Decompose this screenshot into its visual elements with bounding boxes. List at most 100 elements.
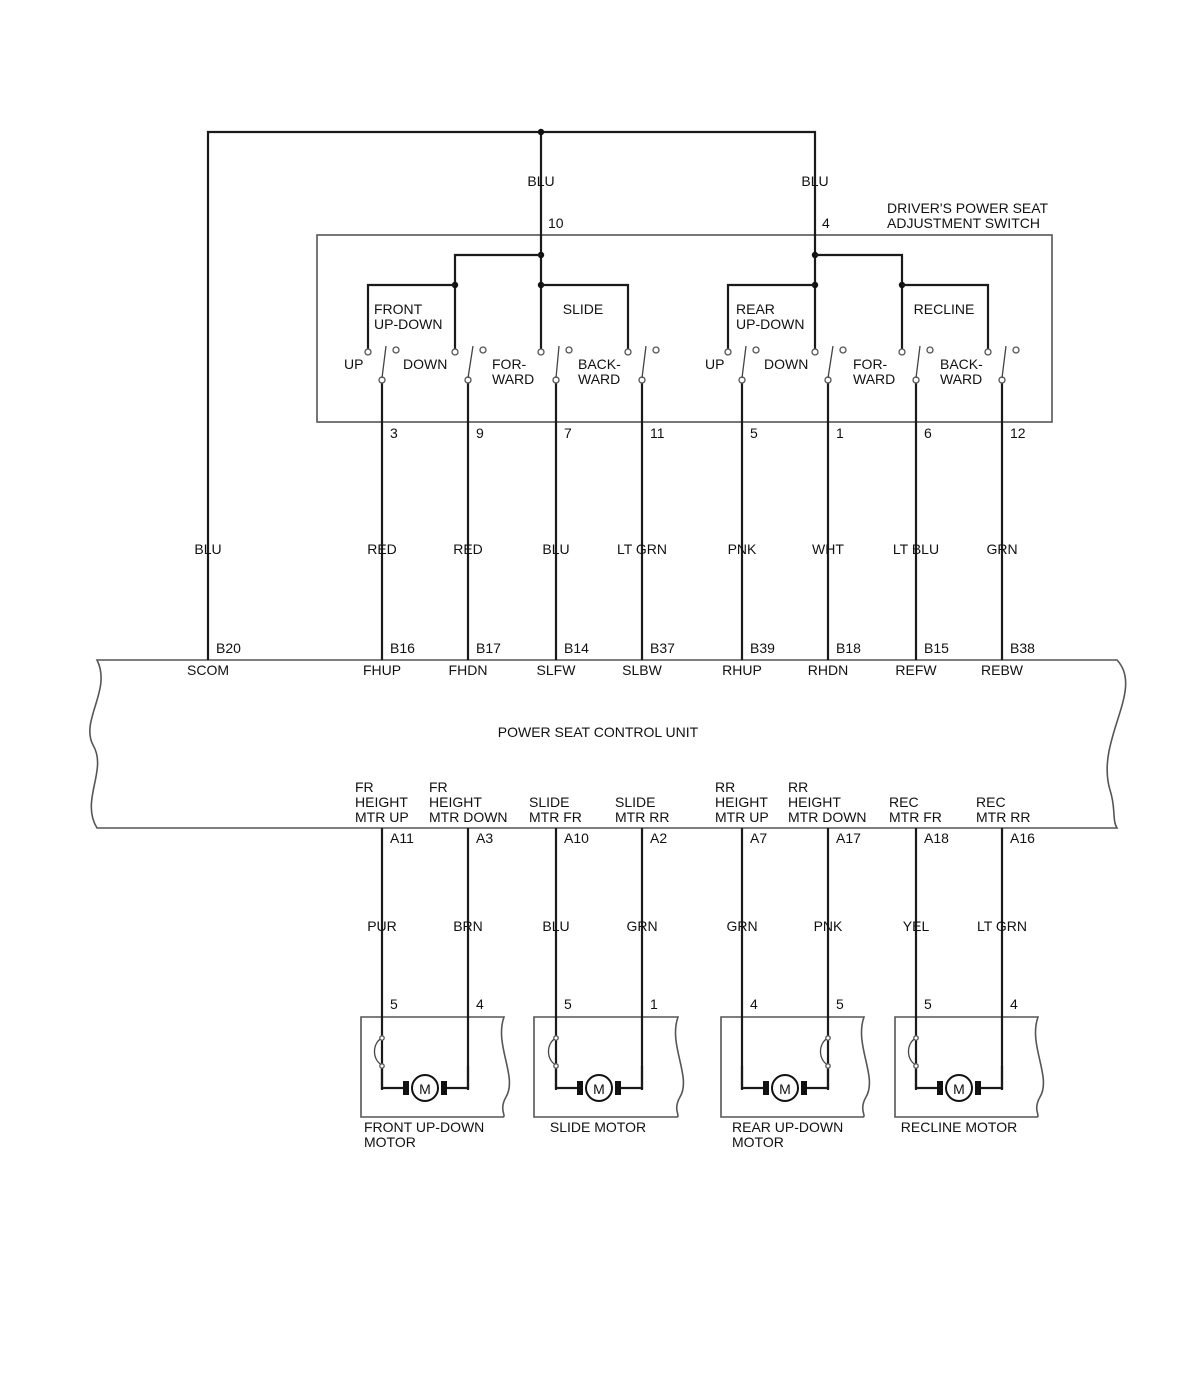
switch-contact	[811, 348, 819, 356]
switch-lever	[467, 345, 474, 379]
motor-internal-wire	[447, 1066, 470, 1090]
switch-internal-wire	[726, 283, 815, 350]
connector-pin-label: B38	[1010, 640, 1035, 656]
output-signal-label-line-1: RR	[715, 779, 735, 795]
switch-contact	[1012, 346, 1020, 354]
output-signal-label-line-2: HEIGHT	[429, 794, 482, 810]
switch-position-label-line-1: FOR-	[853, 356, 888, 372]
component-outlines	[89, 234, 1127, 1118]
motor-brush	[615, 1081, 621, 1095]
switch-contact	[479, 346, 487, 354]
connector-pin-label: B20	[216, 640, 241, 656]
wire-color-label: YEL	[903, 918, 930, 934]
output-signal-label-line-1: FR	[429, 779, 448, 795]
motor-pin-label: 5	[836, 996, 844, 1012]
motor-pin-label: 4	[1010, 996, 1018, 1012]
switch-contact	[898, 348, 906, 356]
switch-contact	[451, 348, 459, 356]
switch-position-label-line-2: WARD	[853, 371, 895, 387]
switch-internal-wire	[902, 283, 990, 350]
limit-switch	[819, 1037, 829, 1066]
feed-right-pin: 4	[822, 215, 830, 231]
output-signal-label-line-2: MTR FR	[889, 809, 942, 825]
motor-housing	[894, 1016, 1045, 1118]
switch-pin-label: 7	[564, 425, 572, 441]
wire-color-label: RED	[453, 541, 483, 557]
motor-pin-label: 5	[924, 996, 932, 1012]
output-signal-label-line-1: FR	[355, 779, 374, 795]
signal-name-label: RHDN	[808, 662, 848, 678]
wire-color-label: LT GRN	[977, 918, 1027, 934]
motor-symbol	[411, 1074, 439, 1102]
switch-contact	[926, 346, 934, 354]
motor-brush	[801, 1081, 807, 1095]
switch-pin-label: 1	[836, 425, 844, 441]
switch-lever	[741, 345, 747, 379]
switch-lever	[381, 345, 387, 379]
wire-color-label: BLU	[542, 541, 569, 557]
switch-contact	[652, 346, 660, 354]
connector-pin-label: B39	[750, 640, 775, 656]
motor-internal-wire	[981, 1066, 1004, 1090]
switch-position-label-line-2: WARD	[940, 371, 982, 387]
motor-name-line-1: SLIDE MOTOR	[550, 1119, 646, 1135]
motor-brush	[577, 1081, 583, 1095]
switch-contact	[565, 346, 573, 354]
motor-internal-wire	[914, 1066, 937, 1090]
motor-name-line-2: MOTOR	[364, 1134, 416, 1150]
switch-pin-label: 9	[476, 425, 484, 441]
switch-position-label-line-1: UP	[344, 356, 363, 372]
switch-contact	[553, 1063, 559, 1069]
motor-symbol-label: M	[593, 1081, 605, 1097]
motor-symbol-label: M	[419, 1081, 431, 1097]
motor-symbol	[585, 1074, 613, 1102]
wire-color-label: LT BLU	[893, 541, 939, 557]
switch-lever	[555, 345, 560, 379]
switch-pin-label: 5	[750, 425, 758, 441]
common-feed-wire	[206, 130, 817, 660]
switch-group-label-line-1: REAR	[736, 301, 775, 317]
motor-internal-wire	[807, 1066, 830, 1090]
connector-pin-label: A10	[564, 830, 589, 846]
wire-color-label: RED	[367, 541, 397, 557]
motor-housing	[360, 1016, 511, 1118]
output-signal-label-line-3: MTR DOWN	[429, 809, 508, 825]
connector-pin-label: B18	[836, 640, 861, 656]
motor-symbol	[945, 1074, 973, 1102]
switch-position-label-line-1: UP	[705, 356, 724, 372]
motor-brush	[403, 1081, 409, 1095]
motor-symbol	[771, 1074, 799, 1102]
connector-pin-label: A17	[836, 830, 861, 846]
switch-lever	[915, 345, 921, 379]
control-unit-title: POWER SEAT CONTROL UNIT	[498, 724, 699, 740]
connector-pin-label: B14	[564, 640, 589, 656]
connector-pin-label: B17	[476, 640, 501, 656]
feed-left-wire-color: BLU	[527, 173, 554, 189]
switch-group-label-line-1: FRONT	[374, 301, 423, 317]
motor-housing	[533, 1016, 685, 1118]
switch-internal-wire	[453, 253, 541, 350]
wire-color-label: GRN	[986, 541, 1017, 557]
switch-group-label-line-1: RECLINE	[914, 301, 975, 317]
connector-pin-label: B15	[924, 640, 949, 656]
wire-color-label: GRN	[726, 918, 757, 934]
switch-group-label-line-1: SLIDE	[563, 301, 603, 317]
limit-switch	[907, 1037, 917, 1066]
switch-pin-label: 12	[1010, 425, 1026, 441]
junction-dot	[537, 128, 545, 136]
motor-symbol-label: M	[953, 1081, 965, 1097]
signal-name-label: SLFW	[537, 662, 577, 678]
connector-pin-label: A18	[924, 830, 949, 846]
wire-color-label: PUR	[367, 918, 397, 934]
connector-pin-label: A3	[476, 830, 493, 846]
output-signal-label-line-3: MTR UP	[355, 809, 409, 825]
signal-name-label: REBW	[981, 662, 1024, 678]
motor-brush	[441, 1081, 447, 1095]
connector-pin-label: A7	[750, 830, 767, 846]
switch-title: ADJUSTMENT SWITCH	[887, 215, 1040, 231]
motor-brush	[937, 1081, 943, 1095]
signal-name-label: SCOM	[187, 662, 229, 678]
output-signal-label-line-2: MTR RR	[615, 809, 669, 825]
